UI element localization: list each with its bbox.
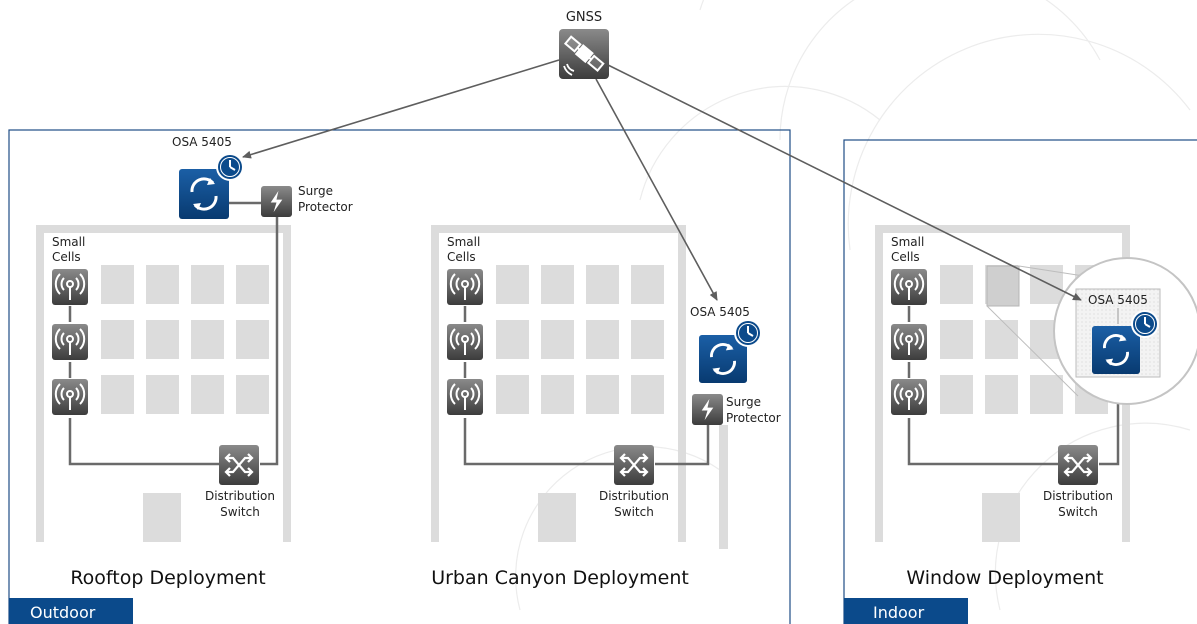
rooftop-switch-label-1: Distribution xyxy=(205,489,275,503)
rooftop-small-cell-icon xyxy=(52,379,88,415)
urban-surge-label-1: Surge xyxy=(726,395,761,409)
window-switch-label-2: Switch xyxy=(1058,505,1098,519)
window-small-cell-icon xyxy=(891,379,927,415)
window-switch-label-1: Distribution xyxy=(1043,489,1113,503)
urban-small-cell-icon xyxy=(447,269,483,305)
window-door xyxy=(982,493,1020,542)
indoor-panel: Indoor xyxy=(843,139,1197,624)
urban-small-cell-icon xyxy=(447,324,483,360)
outdoor-tag-label: Outdoor xyxy=(30,603,96,622)
urban-surge-label-2: Protector xyxy=(726,411,781,425)
rooftop-osa-label: OSA 5405 xyxy=(172,135,232,149)
window-cells-label-2: Cells xyxy=(891,250,920,264)
window-scenario: Small Cells Distribution Switch OSA 5405… xyxy=(875,225,1197,589)
indoor-tag xyxy=(844,598,968,624)
window-switch-icon xyxy=(1058,445,1098,485)
window-cells-label-1: Small xyxy=(891,235,924,249)
urban-building xyxy=(431,225,686,542)
urban-scenario: Small Cells Distribution Switch OSA 5405… xyxy=(431,225,781,589)
satellite-icon xyxy=(559,29,609,79)
rooftop-surge-icon xyxy=(261,186,292,217)
rooftop-cells-label-2: Cells xyxy=(52,250,81,264)
urban-osa-label: OSA 5405 xyxy=(690,305,750,319)
outdoor-tag xyxy=(9,598,133,624)
window-small-cell-icon xyxy=(891,269,927,305)
rooftop-building xyxy=(36,225,291,542)
urban-cells-label-2: Cells xyxy=(447,250,476,264)
window-zoom-callout: OSA 5405 xyxy=(986,257,1197,405)
urban-switch-label-2: Switch xyxy=(614,505,654,519)
rooftop-surge-label-1: Surge xyxy=(298,184,333,198)
gnss-node: GNSS xyxy=(559,10,609,79)
rooftop-cells-label-1: Small xyxy=(52,235,85,249)
urban-switch-icon xyxy=(614,445,654,485)
rooftop-switch-icon xyxy=(219,445,259,485)
window-small-cell-icon xyxy=(891,324,927,360)
urban-cells-label-1: Small xyxy=(447,235,480,249)
gnss-label: GNSS xyxy=(566,10,602,25)
urban-surge-icon xyxy=(692,394,723,425)
rooftop-scenario: Small Cells Distribution Switch OSA 5405… xyxy=(36,135,353,589)
urban-switch-label-1: Distribution xyxy=(599,489,669,503)
window-osa-label: OSA 5405 xyxy=(1088,293,1148,307)
urban-small-cell-icon xyxy=(447,379,483,415)
rooftop-small-cell-icon xyxy=(52,324,88,360)
window-caption: Window Deployment xyxy=(906,567,1103,589)
urban-clock-icon xyxy=(733,318,763,348)
rooftop-small-cell-icon xyxy=(52,269,88,305)
rooftop-surge-label-2: Protector xyxy=(298,200,353,214)
rooftop-door xyxy=(143,493,181,542)
urban-caption: Urban Canyon Deployment xyxy=(431,567,689,589)
gnss-links xyxy=(242,59,1082,301)
indoor-tag-label: Indoor xyxy=(873,603,925,622)
window-highlight xyxy=(986,265,1020,307)
rooftop-switch-label-2: Switch xyxy=(220,505,260,519)
urban-pole xyxy=(719,425,728,549)
window-clock-icon xyxy=(1130,309,1160,339)
outdoor-panel: Outdoor xyxy=(8,129,791,624)
rooftop-clock-icon xyxy=(215,152,245,182)
urban-door xyxy=(538,493,576,542)
window-osa-device-icon xyxy=(1092,326,1140,374)
rooftop-caption: Rooftop Deployment xyxy=(70,567,265,589)
